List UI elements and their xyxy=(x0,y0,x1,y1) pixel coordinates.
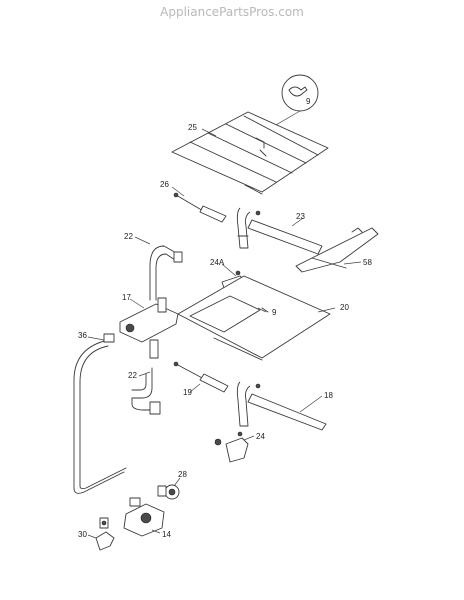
leader-lines xyxy=(87,128,362,539)
part-18-lower-burner-tube xyxy=(236,381,327,431)
part-26-electrode xyxy=(173,192,227,223)
label-36: 36 xyxy=(78,331,87,340)
part-25-upper-cover xyxy=(171,111,329,195)
label-17: 17 xyxy=(122,293,131,302)
label-22-mid: 22 xyxy=(128,371,137,380)
label-58: 58 xyxy=(363,258,372,267)
part-22-mid-tube xyxy=(131,367,161,415)
label-23: 23 xyxy=(296,212,305,221)
label-24A: 24A xyxy=(210,258,225,267)
part-30-elbow xyxy=(95,517,115,551)
label-14: 14 xyxy=(162,530,171,539)
label-20: 20 xyxy=(340,303,349,312)
label-28: 28 xyxy=(178,470,187,479)
part-28-fitting xyxy=(157,484,180,500)
label-18: 18 xyxy=(324,391,333,400)
label-9-callout: 9 xyxy=(306,97,311,106)
part-24-orifice xyxy=(214,431,249,463)
label-24: 24 xyxy=(256,432,265,441)
label-30: 30 xyxy=(78,530,87,539)
part-22-upper-tube xyxy=(149,245,183,301)
label-25: 25 xyxy=(188,123,197,132)
watermark: AppliancePartsPros.com xyxy=(160,5,304,19)
part-58-bracket xyxy=(295,227,379,273)
part-23-upper-burner-tube xyxy=(236,207,323,255)
label-19: 19 xyxy=(183,388,192,397)
part-20-lower-cover xyxy=(177,275,331,361)
label-22-top: 22 xyxy=(124,232,133,241)
callout-detail-9 xyxy=(261,74,319,134)
label-26: 26 xyxy=(160,180,169,189)
part-17-valve xyxy=(119,297,179,359)
part-19-electrode xyxy=(173,361,229,393)
part-14-regulator xyxy=(123,497,165,537)
label-9-mid: 9 xyxy=(272,308,277,317)
part-labels: 9 25 26 23 22 24A 58 17 9 20 36 22 19 18… xyxy=(78,97,372,539)
part-36-gas-tube xyxy=(73,333,127,494)
